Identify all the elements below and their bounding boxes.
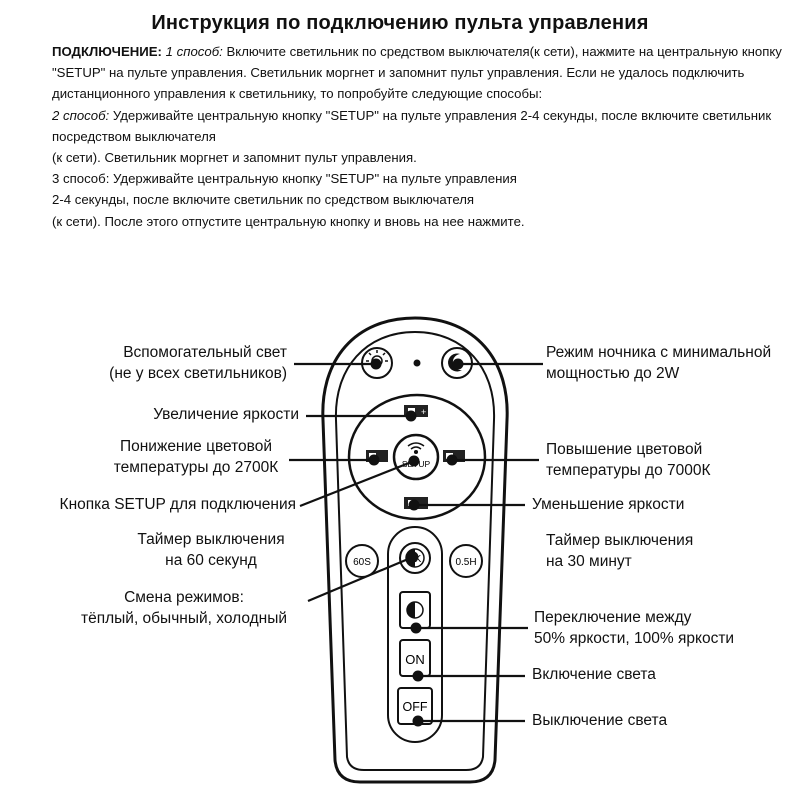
label-cct-down: Понижение цветовой температуры до 2700К bbox=[106, 437, 286, 478]
label-night-mode: Режим ночника с минимальной мощностью до… bbox=[546, 343, 796, 384]
timer-30m-button[interactable]: 0.5H bbox=[450, 545, 482, 577]
label-off: Выключение света bbox=[532, 711, 772, 732]
off-button[interactable]: OFF bbox=[398, 688, 432, 724]
indicator-led bbox=[414, 360, 421, 367]
label-toggle-line-1: Переключение между bbox=[534, 609, 691, 626]
label-cct-down-line-1: Понижение цветовой bbox=[120, 438, 272, 455]
setup-button[interactable]: SETUP bbox=[394, 435, 438, 479]
mode-k-label: K bbox=[415, 554, 422, 565]
plus-icon: + bbox=[421, 407, 426, 417]
label-aux-light-line-2: (не у всех светильников) bbox=[109, 365, 287, 382]
label-cct-down-line-2: температуры до 2700К bbox=[114, 459, 279, 476]
label-aux-light: Вспомогательный свет (не у всех светильн… bbox=[60, 343, 287, 384]
label-cct-up-line-1: Повышение цветовой bbox=[546, 441, 702, 458]
label-modes: Смена режимов: тёплый, обычный, холодный bbox=[58, 588, 310, 629]
label-setup: Кнопка SETUP для подключения bbox=[40, 495, 296, 516]
label-night-mode-line-2: мощностью до 2W bbox=[546, 365, 679, 382]
mode-button[interactable]: K bbox=[400, 543, 430, 573]
label-cct-up-line-2: температуры до 7000К bbox=[546, 462, 711, 479]
label-timer-60-line-2: на 60 секунд bbox=[165, 552, 257, 569]
brightness-down-button[interactable] bbox=[404, 497, 428, 509]
label-timer-60: Таймер выключения на 60 секунд bbox=[116, 530, 306, 571]
label-brightness-down: Уменьшение яркости bbox=[532, 495, 772, 516]
timer-60s-label: 60S bbox=[353, 557, 371, 568]
label-night-mode-line-1: Режим ночника с минимальной bbox=[546, 344, 771, 361]
label-timer-30: Таймер выключения на 30 минут bbox=[546, 531, 786, 572]
label-modes-line-1: Смена режимов: bbox=[124, 589, 244, 606]
label-toggle-line-2: 50% яркости, 100% яркости bbox=[534, 630, 734, 647]
timer-60s-button[interactable]: 60S bbox=[346, 545, 378, 577]
off-label: OFF bbox=[403, 700, 428, 714]
label-cct-up: Повышение цветовой температуры до 7000К bbox=[546, 440, 786, 481]
label-toggle: Переключение между 50% яркости, 100% ярк… bbox=[534, 608, 784, 649]
timer-30m-label: 0.5H bbox=[455, 557, 476, 568]
label-modes-line-2: тёплый, обычный, холодный bbox=[81, 610, 287, 627]
label-timer-30-line-1: Таймер выключения bbox=[546, 532, 693, 549]
label-aux-light-line-1: Вспомогательный свет bbox=[123, 344, 287, 361]
label-brightness-up: Увеличение яркости bbox=[60, 405, 299, 426]
label-timer-30-line-2: на 30 минут bbox=[546, 553, 632, 570]
brightness-toggle-button[interactable] bbox=[400, 592, 430, 628]
on-button[interactable]: ON bbox=[400, 640, 430, 676]
label-on: Включение света bbox=[532, 665, 772, 686]
label-timer-60-line-1: Таймер выключения bbox=[137, 531, 284, 548]
on-label: ON bbox=[405, 652, 425, 667]
